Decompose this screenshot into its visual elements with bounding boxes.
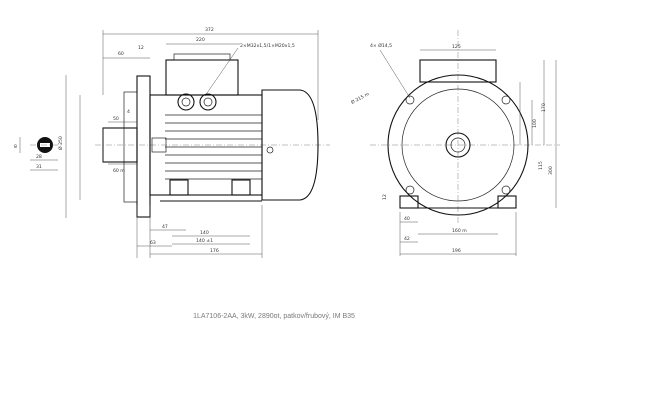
drawing-caption: 1LA7106-2AA, 3kW, 2890ot, patkov/frubový…: [193, 313, 355, 320]
pcd-label: Ø 215 m: [350, 90, 371, 106]
bottom-dim-63: 63: [150, 240, 156, 246]
cooling-fins: [165, 114, 262, 180]
dim-a-label: 60: [118, 51, 124, 57]
flange-dia-label: Ø 250: [57, 136, 64, 150]
overall-length-label: 372: [205, 27, 214, 33]
front-height-170: 170: [541, 103, 547, 112]
front-bottom-40: 40: [404, 216, 410, 222]
dim-b-label: 12: [138, 45, 144, 51]
top-width-label: 220: [196, 37, 205, 43]
front-height-100: 100: [532, 119, 538, 128]
front-bottom-42: 42: [404, 236, 410, 242]
bottom-dim-140-tol: 140 ±1: [196, 238, 213, 244]
front-view: 125 4× Ø14,5 Ø 215 m 170 100 115 300 12 …: [350, 30, 560, 256]
left-dim-2: 28: [36, 154, 42, 160]
bottom-dim-140: 140: [200, 230, 209, 236]
shaft-dim-4: 4: [127, 109, 130, 115]
side-view: 372 220 60 12 2×M32x1,5/1×M20x1,5 8 28 3…: [14, 27, 330, 258]
shaft-dim-50: 50: [113, 116, 119, 122]
front-height-115: 115: [538, 161, 544, 170]
bolt-hole-label: 4× Ø14,5: [370, 42, 392, 49]
bolt-holes: [405, 95, 511, 195]
shaft-dim-60: 60 m: [113, 168, 125, 174]
front-bottom-12: 12: [382, 194, 388, 200]
left-dim-1: 8: [14, 144, 17, 150]
terminal-box-note: 2×M32x1,5/1×M20x1,5: [240, 43, 295, 49]
front-bottom-160: 160 m: [452, 228, 467, 234]
front-overall-width: 196: [452, 248, 461, 254]
front-top-width: 125: [452, 44, 461, 50]
left-dim-3: 31: [36, 164, 42, 170]
front-height-300: 300: [548, 166, 554, 175]
bottom-dim-176: 176: [210, 248, 219, 254]
shaft-section-icon: [19, 137, 62, 171]
bottom-dim-47: 47: [162, 224, 168, 230]
